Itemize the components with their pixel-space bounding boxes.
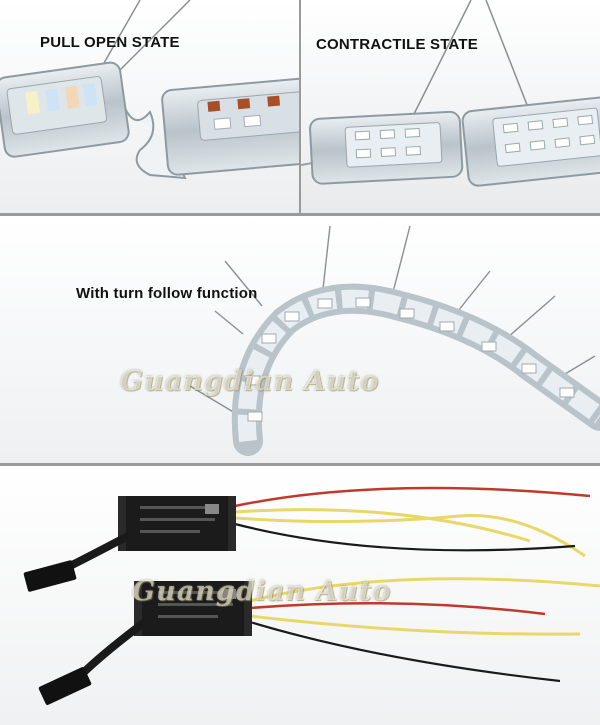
contractile-label: CONTRACTILE STATE — [316, 36, 478, 53]
pull-open-photo: PULL OPEN STATE — [0, 0, 299, 213]
turn-follow-photo: With turn follow function Guangdian Auto — [0, 216, 600, 463]
watermark-text-lower: Guangdian Auto — [132, 576, 392, 607]
turn-follow-label: With turn follow function — [76, 285, 258, 302]
lower-controller-box — [134, 581, 252, 636]
pull-open-label: PULL OPEN STATE — [40, 34, 180, 51]
contractile-photo: CONTRACTILE STATE — [301, 0, 600, 213]
controller-photo: Guangdian Auto — [0, 466, 600, 725]
controller-modules-illustration — [0, 466, 600, 725]
pull-open-illustration — [0, 0, 299, 213]
led-strip-arc-illustration — [0, 216, 600, 463]
watermark-text: Guangdian Auto — [120, 366, 380, 397]
contractile-illustration — [301, 0, 600, 213]
upper-controller-box — [118, 496, 236, 551]
